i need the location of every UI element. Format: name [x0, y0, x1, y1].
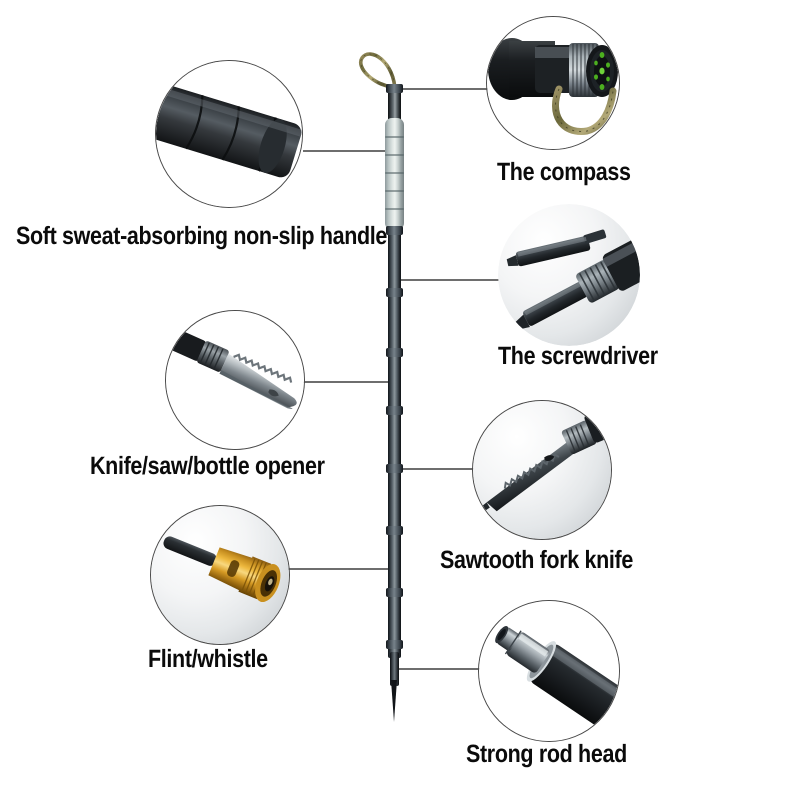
leader-line-knife	[300, 381, 392, 383]
callout-rodhead	[478, 600, 620, 742]
pole-foam-grip	[385, 118, 404, 230]
grip-ring	[385, 172, 404, 174]
grip-handle-icon	[156, 81, 302, 178]
pole-joint	[386, 406, 403, 415]
pole-joint	[386, 464, 403, 473]
label-sawtooth: Sawtooth fork knife	[440, 546, 633, 574]
leader-line-screwdriver	[401, 279, 509, 281]
callout-screwdriver	[498, 204, 640, 346]
pole-joint	[386, 226, 403, 235]
screwdriver-bits-icon	[506, 229, 640, 330]
trekking-pole	[352, 40, 448, 740]
knife-saw-icon	[168, 329, 297, 410]
label-compass: The compass	[497, 158, 631, 186]
callout-flint	[150, 505, 290, 645]
leader-line-rodhead	[398, 668, 484, 670]
leader-line-handle	[303, 150, 391, 152]
pole-taper	[390, 652, 399, 686]
leader-line-compass	[397, 88, 495, 90]
leader-line-sawtooth	[398, 468, 484, 470]
grip-ring	[385, 154, 404, 156]
grip-ring	[385, 136, 404, 138]
label-screwdriver: The screwdriver	[498, 342, 658, 370]
label-knife: Knife/saw/bottle opener	[90, 452, 325, 480]
pole-joint	[386, 288, 403, 297]
callout-knife	[165, 310, 305, 450]
compass-icon	[488, 38, 618, 135]
label-flint: Flint/whistle	[148, 645, 268, 673]
label-rodhead: Strong rod head	[466, 740, 627, 768]
sawtooth-fork-icon	[478, 402, 611, 514]
callout-handle	[155, 60, 303, 208]
pole-joint	[386, 348, 403, 357]
callout-compass	[486, 16, 620, 150]
pole-joint	[386, 640, 403, 649]
leader-line-flint	[287, 568, 392, 570]
grip-ring	[385, 190, 404, 192]
pole-joint-top	[386, 84, 403, 93]
pole-main-shaft	[388, 228, 401, 658]
callout-sawtooth	[472, 400, 612, 540]
pole-joint	[386, 526, 403, 535]
label-handle: Soft sweat-absorbing non-slip handle	[16, 222, 388, 250]
pole-tip-icon	[391, 680, 397, 722]
grip-ring	[385, 208, 404, 210]
pole-upper-shaft	[388, 88, 401, 126]
pole-joint	[386, 588, 403, 597]
rod-head-icon	[495, 625, 619, 732]
flint-whistle-icon	[163, 536, 281, 603]
